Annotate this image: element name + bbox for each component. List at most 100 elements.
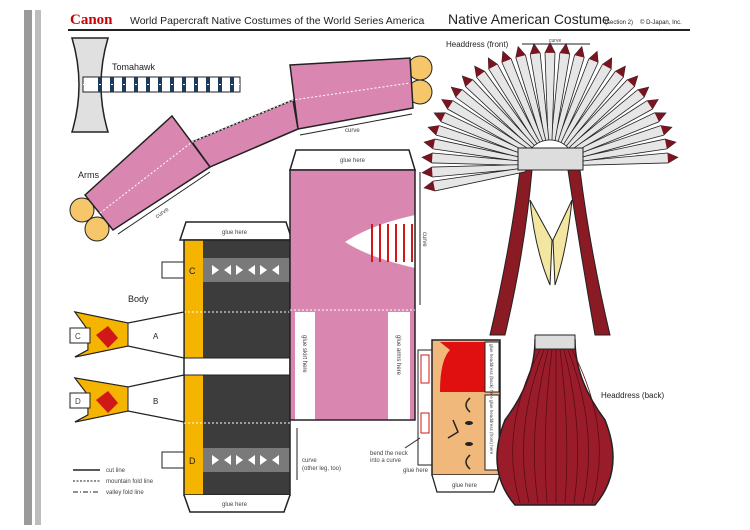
eye	[465, 421, 473, 425]
glue-arms-note: glue arms here	[395, 335, 401, 376]
tab-d-label: D	[75, 397, 81, 406]
feather-tip	[451, 87, 463, 98]
feather-tip	[667, 152, 678, 163]
feather-tip	[559, 43, 570, 55]
triangle-pattern	[236, 455, 243, 465]
triangle-pattern	[224, 455, 231, 465]
strand-line	[571, 349, 600, 504]
arms-part: curve curve Arms	[69, 55, 433, 242]
headdress-front-part: curve Headdress (front)	[421, 38, 679, 336]
feather-tip	[637, 87, 649, 98]
copyright: © D-Japan, Inc.	[640, 19, 682, 26]
feather-tip	[488, 58, 498, 70]
triangle-pattern	[224, 265, 231, 275]
triangle-pattern	[260, 265, 267, 275]
feather-tip	[515, 46, 526, 58]
curve-leg-note: (other leg, too)	[302, 466, 341, 472]
tab-c	[69, 327, 91, 344]
triangle-pattern	[236, 265, 243, 275]
headdress-front-label: Headdress (front)	[446, 40, 509, 49]
neck-stripe	[420, 412, 430, 434]
glue-note: glue here	[222, 502, 248, 508]
header: Canon World Papercraft Native Costumes o…	[68, 11, 690, 31]
arm-middle	[190, 98, 299, 168]
glue-note: glue here	[452, 483, 478, 489]
feather-tip	[422, 167, 433, 178]
feather-tip	[588, 51, 599, 63]
curve-note: curve	[549, 38, 561, 44]
hair	[440, 342, 485, 392]
glue-skirt-strip	[295, 312, 315, 420]
feather-tip	[424, 139, 436, 149]
shirt-outline	[289, 169, 416, 421]
hand-circle	[84, 216, 110, 242]
page-title: Native American Costume	[448, 11, 610, 27]
tab-c-label: C	[189, 266, 196, 276]
fold-line	[99, 82, 411, 214]
glue-tab	[484, 394, 500, 471]
strand-line	[523, 349, 545, 504]
feather-tip	[424, 181, 436, 191]
triangle-pattern	[272, 455, 279, 465]
tab-c	[161, 261, 185, 279]
curve-leg-note: curve	[302, 458, 317, 464]
trailer-right	[567, 169, 611, 336]
feather-tip	[441, 99, 454, 110]
tomahawk-part: Tomahawk	[70, 37, 241, 133]
arms-label: Arms	[78, 170, 99, 180]
glue-headdress-front-note: glue headdress (front) here	[489, 400, 494, 455]
curve-note: curve	[421, 232, 427, 247]
moccasin-decoration	[96, 326, 118, 348]
tab-c-label: C	[75, 332, 81, 341]
curve-note: curve	[345, 128, 360, 134]
strand-line	[512, 349, 541, 504]
feather-tip	[627, 75, 638, 87]
feather-tip	[474, 66, 485, 78]
headdress-back-shape	[496, 339, 614, 506]
neck-stripe	[420, 354, 430, 384]
head-part: glue headdress (back) here glue headdres…	[370, 339, 501, 493]
feather-tip	[462, 75, 473, 87]
tomahawk-label: Tomahawk	[112, 62, 156, 72]
triangle-pattern	[272, 265, 279, 275]
headband	[534, 334, 576, 350]
margin-stripe	[24, 10, 32, 525]
legend-cut: cut line	[106, 468, 126, 474]
tab-d	[69, 392, 91, 409]
pointer-line	[404, 437, 421, 449]
legend-mountain: mountain fold line	[106, 479, 154, 485]
body-gap	[183, 357, 291, 376]
shirt-part: glue here glue skirt here glue arms here…	[288, 149, 427, 480]
feather-tip	[574, 46, 585, 58]
series-title: World Papercraft Native Costumes of the …	[130, 15, 424, 27]
nose	[447, 419, 459, 439]
body-part: glue here C D glue here Body C A D B	[69, 221, 294, 513]
margin-stripe	[35, 10, 41, 525]
section-label: (section 2)	[605, 20, 633, 26]
feather-tip	[654, 112, 666, 122]
headband	[517, 147, 584, 171]
feather-tip	[428, 125, 440, 136]
feather-tip	[646, 99, 659, 110]
glue-note: glue here	[340, 158, 366, 164]
curve-arrow	[117, 171, 211, 235]
upper-arm-left	[83, 114, 212, 231]
hand-circle	[69, 197, 95, 223]
legend: cut line mountain fold line valley fold …	[73, 468, 154, 496]
feather-tip	[664, 139, 676, 149]
legend-valley: valley fold line	[106, 490, 144, 496]
feather-tip	[422, 152, 433, 163]
feather-tip	[660, 125, 672, 136]
triangle-pattern	[212, 265, 219, 275]
feather-tip	[434, 112, 446, 122]
ribbon-right	[552, 199, 573, 286]
strand-line	[544, 349, 553, 504]
feather-tip	[615, 66, 626, 78]
feather-tip	[545, 42, 555, 53]
strand-line	[533, 349, 549, 504]
glue-note: glue here	[222, 230, 248, 236]
bend-neck-note: bend the neck	[370, 451, 409, 457]
glue-tab	[484, 341, 500, 393]
upper-arm-right	[289, 57, 414, 130]
